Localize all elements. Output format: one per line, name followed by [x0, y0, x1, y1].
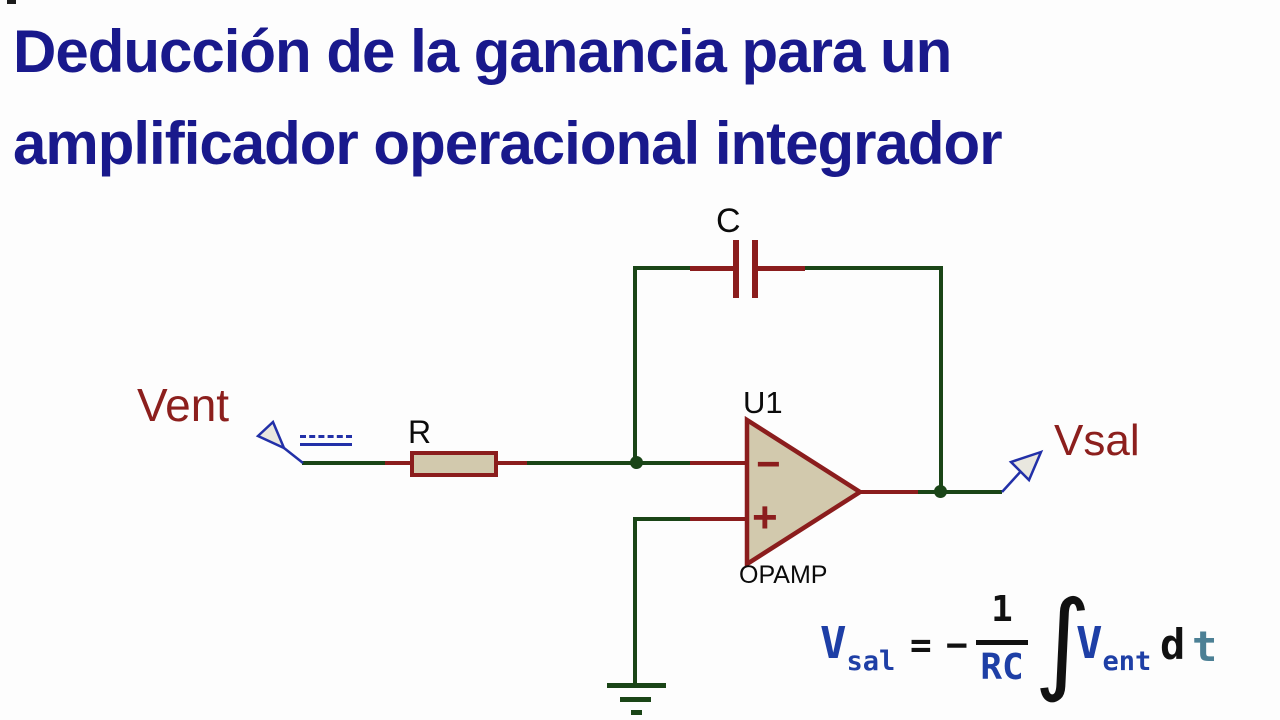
ground-bar-3 — [631, 710, 642, 715]
page-title: Deducción de la ganancia para un amplifi… — [13, 6, 1003, 190]
ground-bar-1 — [607, 683, 666, 688]
resistor-label: R — [408, 414, 432, 450]
wire-output-green — [918, 490, 1002, 494]
input-arrow-head — [255, 419, 287, 451]
opamp-output-pin — [858, 490, 918, 494]
formula-time-var: t — [1192, 622, 1218, 671]
opamp-inverting-pin — [690, 461, 748, 465]
wire-input-green — [302, 461, 386, 465]
formula-equals: = — [910, 625, 932, 666]
wire-junction-to-opamp — [639, 461, 691, 465]
input-net-label: Vent — [137, 379, 230, 431]
output-arrow-head — [1008, 449, 1044, 483]
formula-numerator: 1 — [991, 589, 1013, 630]
feedback-top-left-wire — [633, 266, 691, 270]
resistor-right-pin — [497, 461, 528, 465]
input-arrow-tail — [283, 447, 304, 464]
opamp-type-label: OPAMP — [739, 561, 828, 589]
feedback-right-vertical-wire — [939, 266, 943, 494]
opamp-triangle-shape — [744, 416, 865, 569]
capacitor-right-pin — [757, 266, 805, 271]
noninverting-input-symbol: + — [752, 493, 778, 542]
formula-vsal-sub: sal — [846, 646, 896, 677]
opamp-noninverting-pin — [690, 517, 748, 521]
input-dashed-mark — [300, 435, 352, 438]
feedback-left-vertical-wire — [633, 266, 637, 465]
input-solid-mark — [300, 443, 352, 446]
wire-to-junction — [527, 461, 639, 465]
output-arrow-tail — [1001, 469, 1023, 493]
formula-vent-sub: ent — [1102, 646, 1152, 677]
opamp-ref-label: U1 — [743, 385, 783, 420]
capacitor-plate-left — [733, 240, 739, 298]
output-terminal-icon — [1001, 449, 1044, 493]
capacitor-plate-right — [752, 240, 758, 298]
junction-dot-inverting — [630, 456, 643, 469]
wire-noninverting-green — [633, 517, 691, 521]
junction-dot-output — [934, 485, 947, 498]
input-terminal-icon — [255, 419, 304, 464]
resistor-left-pin — [385, 461, 411, 465]
wire-to-ground — [633, 517, 637, 687]
feedback-top-right-wire — [805, 266, 943, 270]
gain-formula: Vsal = − 1 RC ∫ Vent d t — [810, 578, 1250, 718]
output-net-label: Vsal — [1054, 416, 1140, 465]
screen-artifact — [7, 0, 16, 4]
formula-vsal: Vsal — [820, 622, 895, 676]
formula-vsal-base: V — [820, 618, 847, 669]
capacitor-left-pin — [690, 266, 736, 271]
inverting-input-symbol: − — [756, 440, 781, 487]
resistor-body — [410, 451, 498, 477]
title-line-1: Deducción de la ganancia para un — [13, 18, 952, 85]
formula-fraction-bar — [976, 640, 1028, 645]
formula-vent-base: V — [1076, 618, 1103, 669]
capacitor-label: C — [716, 202, 741, 240]
formula-integral-sign: ∫ — [1034, 577, 1092, 705]
title-line-2: amplificador operacional integrador — [13, 110, 1003, 177]
formula-vent: Vent — [1076, 622, 1151, 676]
formula-denominator: RC — [980, 647, 1024, 688]
formula-differential: d — [1160, 620, 1186, 669]
opamp-triangle — [744, 416, 865, 569]
formula-minus: − — [946, 625, 968, 666]
ground-bar-2 — [620, 697, 651, 702]
